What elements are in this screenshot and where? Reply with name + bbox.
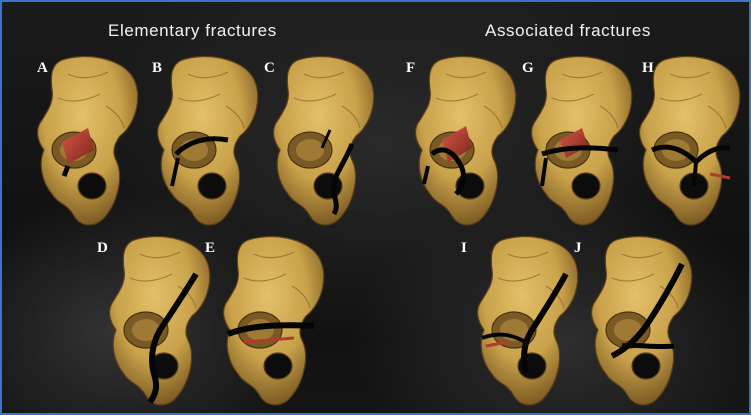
panel-h-acetabulum	[630, 54, 750, 229]
associated-fractures-heading: Associated fractures	[485, 21, 651, 41]
panel-b-acetabulum	[148, 54, 268, 229]
panel-a-acetabulum	[28, 54, 148, 229]
panel-g-acetabulum	[522, 54, 642, 229]
panel-label-i: I	[461, 240, 467, 257]
panel-d-acetabulum	[100, 234, 220, 409]
panel-e-acetabulum	[214, 234, 334, 409]
panel-j-acetabulum	[582, 234, 702, 409]
panel-f-acetabulum	[406, 54, 526, 229]
elementary-fractures-heading: Elementary fractures	[108, 21, 277, 41]
panel-c-acetabulum	[264, 54, 384, 229]
panel-label-j: J	[574, 240, 582, 257]
panel-i-acetabulum	[468, 234, 588, 409]
